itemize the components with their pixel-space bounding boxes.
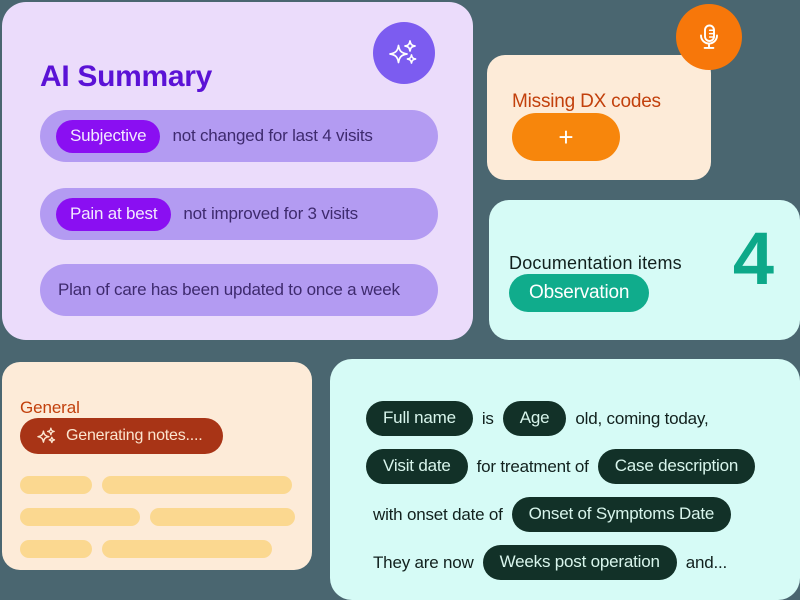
- add-dx-code-button[interactable]: +: [512, 113, 620, 161]
- template-line: They are now Weeks post operation and...: [364, 545, 736, 580]
- template-static-text: old, coming today,: [575, 408, 709, 428]
- documentation-type-badge[interactable]: Observation: [509, 274, 650, 312]
- skeleton-bar: [102, 476, 292, 494]
- template-static-text: is: [481, 408, 494, 428]
- skeleton-row: [20, 508, 295, 526]
- microphone-icon: [692, 20, 726, 54]
- sparkles-icon-badge[interactable]: [373, 22, 435, 84]
- skeleton-row: [20, 476, 292, 494]
- skeleton-bar: [20, 476, 92, 494]
- ai-summary-card: AI Summary Subjective not changed for la…: [2, 2, 473, 340]
- microphone-button[interactable]: [676, 4, 742, 70]
- status-badge: Subjective: [56, 119, 161, 153]
- general-card: General Generating notes....: [2, 362, 312, 570]
- documentation-items-title: Documentation items: [509, 252, 682, 273]
- template-variable-chip[interactable]: Weeks post operation: [482, 545, 677, 580]
- summary-row[interactable]: Plan of care has been updated to once a …: [40, 264, 438, 316]
- status-badge: Pain at best: [56, 197, 172, 231]
- skeleton-bar: [102, 540, 272, 558]
- summary-row-text: Plan of care has been updated to once a …: [58, 280, 400, 299]
- summary-row[interactable]: Pain at best not improved for 3 visits: [40, 188, 438, 240]
- template-static-text: They are now: [373, 552, 474, 572]
- note-template-card: Full name is Age old, coming today, Visit d…: [330, 359, 800, 600]
- template-variable-chip[interactable]: Age: [502, 401, 567, 436]
- template-static-text: and...: [685, 552, 728, 572]
- summary-row[interactable]: Subjective not changed for last 4 visits: [40, 110, 438, 162]
- generating-notes-label: Generating notes....: [66, 427, 203, 444]
- missing-dx-title: Missing DX codes: [512, 90, 661, 112]
- template-static-text: with onset date of: [373, 504, 503, 524]
- template-variable-chip[interactable]: Full name: [366, 401, 473, 436]
- sparkles-icon: [387, 36, 421, 70]
- missing-dx-codes-card: Missing DX codes +: [487, 55, 711, 180]
- summary-row-text: not improved for 3 visits: [183, 204, 358, 223]
- template-line: with onset date of Onset of Symptoms Date: [364, 497, 732, 532]
- generating-notes-status[interactable]: Generating notes....: [20, 418, 223, 454]
- template-variable-chip[interactable]: Onset of Symptoms Date: [511, 497, 732, 532]
- page-title: AI Summary: [40, 60, 213, 94]
- summary-row-text: not changed for last 4 visits: [172, 126, 373, 145]
- template-variable-chip[interactable]: Case description: [597, 449, 756, 484]
- template-line: Visit date for treatment of Case descripti…: [366, 449, 756, 484]
- skeleton-bar: [20, 540, 92, 558]
- skeleton-bar: [20, 508, 140, 526]
- skeleton-bar: [150, 508, 295, 526]
- template-static-text: for treatment of: [476, 456, 589, 476]
- template-line: Full name is Age old, coming today,: [366, 401, 718, 436]
- sparkles-icon: [36, 425, 58, 447]
- template-variable-chip[interactable]: Visit date: [366, 449, 468, 484]
- general-title: General: [20, 398, 80, 418]
- skeleton-row: [20, 540, 272, 558]
- documentation-items-card: Documentation items Observation 4: [489, 200, 800, 340]
- documentation-items-count: 4: [732, 217, 774, 300]
